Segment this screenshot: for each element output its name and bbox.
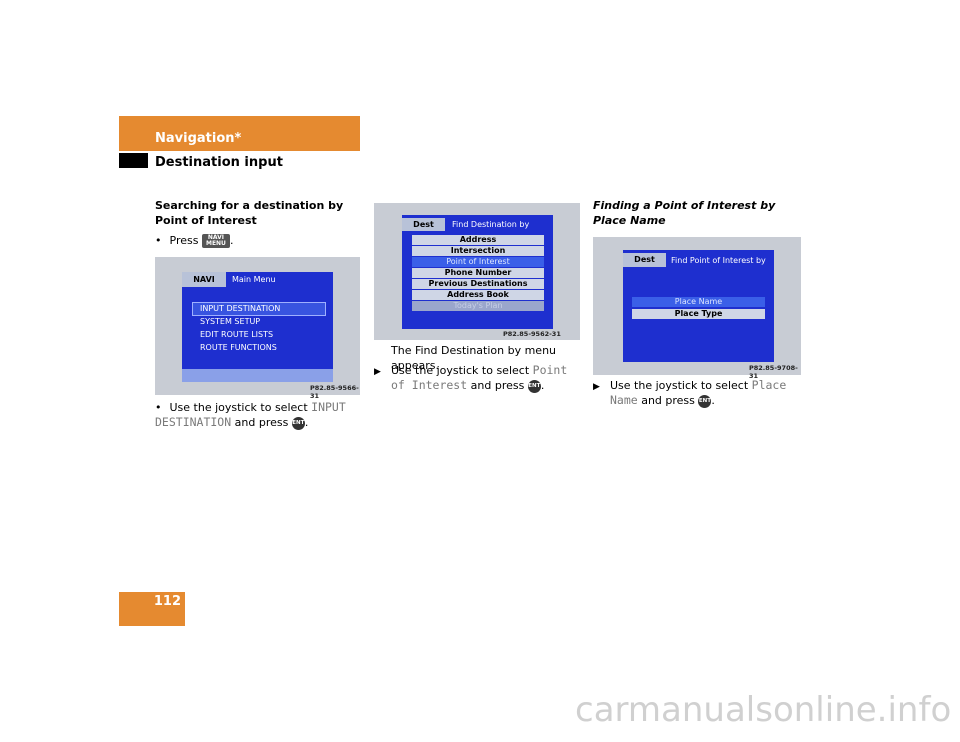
ent-key-icon: ENT: [291, 416, 305, 430]
list-item-selected: Point of Interest: [412, 257, 544, 267]
ent-key-icon: ENT: [527, 379, 541, 393]
subsection-title: Destination input: [155, 155, 283, 170]
col1-bullet2: •Use the joystick to select INPUT DESTIN…: [155, 400, 346, 430]
list-item: Intersection: [412, 246, 544, 256]
list-item-selected: Place Name: [632, 297, 765, 307]
list-item: Address: [412, 235, 544, 245]
bullet-icon: •: [155, 234, 162, 247]
figure-caption: P82.85-9566-31: [310, 384, 359, 400]
subsection-marker: [119, 153, 148, 168]
figure-caption: P82.85-9708-31: [749, 364, 798, 380]
screen-title: Find Point of Interest by: [671, 256, 766, 265]
code-point-of-interest: Point of Interest: [391, 363, 568, 392]
code-input-destination: INPUT DESTINATION: [155, 400, 346, 429]
list-item: Phone Number: [412, 268, 544, 278]
list-item-disabled: Today's Plan: [412, 301, 544, 311]
page-number: 112: [153, 594, 181, 609]
arrow-icon: ▶: [593, 382, 600, 392]
screenshot-find-poi: Dest Find Point of Interest by Place Nam…: [593, 237, 801, 380]
menu-item: ROUTE FUNCTIONS: [200, 343, 277, 352]
screen-tab: Dest: [623, 253, 666, 267]
col2-step: Use the joystick to select Point of Inte…: [391, 363, 568, 393]
selection-highlight: [192, 302, 326, 316]
screen-title: Find Destination by: [452, 220, 530, 229]
col2-note: The Find Destination by menu appears.: [391, 344, 557, 372]
nav-screen: NAVI Main Menu INPUT DESTINATION SYSTEM …: [182, 272, 333, 382]
code-place-name: Place Name: [610, 378, 787, 407]
destination-list: Address Intersection Point of Interest P…: [412, 235, 544, 321]
screen-tab: Dest: [402, 218, 445, 231]
menu-item: SYSTEM SETUP: [200, 317, 261, 326]
bullet-icon: •: [155, 401, 162, 414]
page-number-box: [119, 592, 185, 626]
nav-screen: Dest Find Point of Interest by Place Nam…: [623, 250, 774, 362]
bullet1-text: Press: [169, 234, 199, 247]
screen-title: Main Menu: [232, 275, 276, 284]
screenshot-main-menu: NAVI Main Menu INPUT DESTINATION SYSTEM …: [155, 257, 360, 400]
screenshot-find-destination: Dest Find Destination by Address Interse…: [374, 203, 580, 340]
header-bar: [119, 116, 360, 151]
col1-heading: Searching for a destination by Point of …: [155, 199, 344, 227]
watermark: carmanualsonline.info: [575, 690, 952, 730]
section-title: Navigation*: [155, 131, 242, 146]
poi-list: Place Name Place Type: [632, 297, 765, 321]
arrow-icon: ▶: [374, 367, 381, 377]
ent-key-icon: ENT: [698, 394, 712, 408]
menu-item: INPUT DESTINATION: [200, 304, 281, 313]
list-item: Place Type: [632, 309, 765, 319]
col3-heading: Finding a Point of Interest by Place Nam…: [593, 199, 776, 227]
screen-status-bar: [182, 369, 333, 382]
menu-item: EDIT ROUTE LISTS: [200, 330, 274, 339]
screen-tab: NAVI: [182, 272, 226, 287]
nav-screen: Dest Find Destination by Address Interse…: [402, 215, 553, 329]
figure-caption: P82.85-9562-31: [503, 330, 561, 338]
list-item: Previous Destinations: [412, 279, 544, 289]
list-item: Address Book: [412, 290, 544, 300]
col3-step: Use the joystick to select Place Name an…: [610, 378, 787, 408]
